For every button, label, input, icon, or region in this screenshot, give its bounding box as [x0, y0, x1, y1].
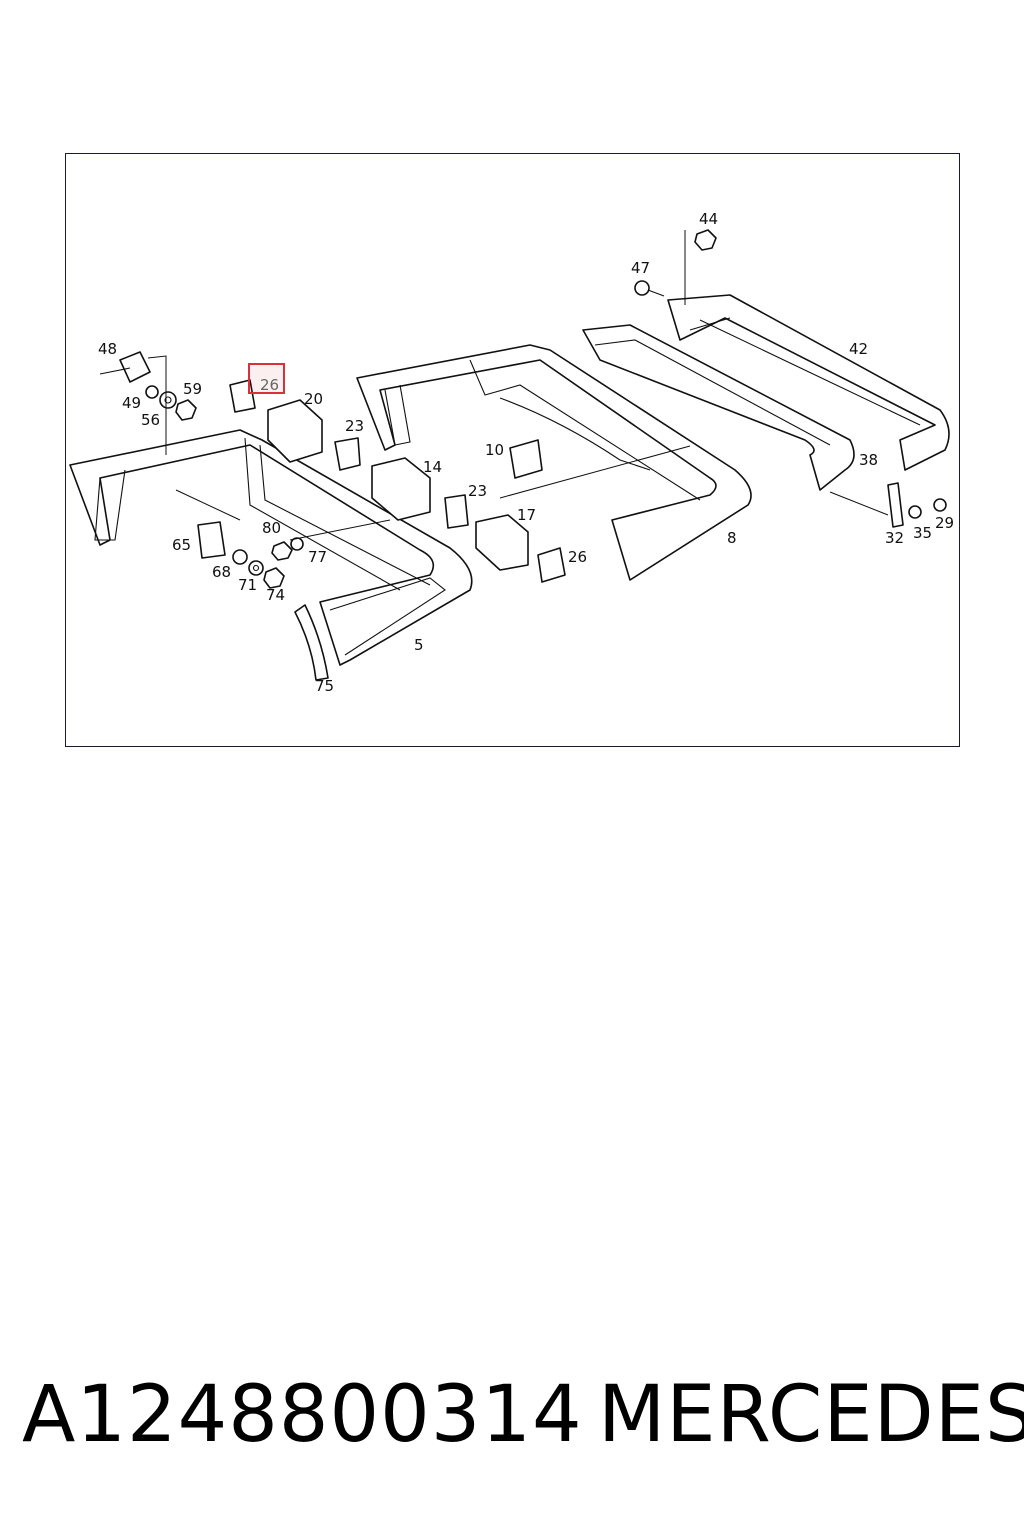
callout-47: 47 — [631, 259, 650, 277]
callout-44: 44 — [699, 210, 718, 228]
callout-42: 42 — [849, 340, 868, 358]
callout-48: 48 — [98, 340, 117, 358]
callout-35: 35 — [913, 524, 932, 542]
brand-name: MERCEDES — [598, 1370, 1024, 1460]
callout-8: 8 — [727, 529, 737, 547]
callout-26-highlighted: 26 — [260, 376, 279, 394]
callout-68: 68 — [212, 563, 231, 581]
callout-32: 32 — [885, 529, 904, 547]
callout-77: 77 — [308, 548, 327, 566]
callout-59: 59 — [183, 380, 202, 398]
callout-26-lower: 26 — [568, 548, 587, 566]
middle-bumper-cover — [356, 344, 752, 581]
bumper-carrier-42 — [667, 294, 950, 471]
left-bumper-cover — [69, 429, 473, 666]
callout-10: 10 — [485, 441, 504, 459]
callout-23: 23 — [345, 417, 364, 435]
part-caption: A1248800314 MERCEDES — [0, 1370, 1024, 1470]
callout-17: 17 — [517, 506, 536, 524]
callout-74: 74 — [266, 586, 285, 604]
callout-20: 20 — [304, 390, 323, 408]
callout-38: 38 — [859, 451, 878, 469]
small-components — [99, 229, 947, 589]
callout-80: 80 — [262, 519, 281, 537]
leader-lines — [147, 230, 889, 541]
callout-5: 5 — [414, 636, 424, 654]
callout-65: 65 — [172, 536, 191, 554]
callout-75: 75 — [315, 677, 334, 695]
callout-29: 29 — [935, 514, 954, 532]
callout-14: 14 — [423, 458, 442, 476]
callout-23-lower: 23 — [468, 482, 487, 500]
bumper-strip-38 — [582, 324, 855, 491]
part-number: A1248800314 — [22, 1370, 583, 1460]
callout-49: 49 — [122, 394, 141, 412]
highlight-box-26 — [248, 363, 285, 394]
callout-71: 71 — [238, 576, 257, 594]
callout-labels: 48 49 56 59 26 20 23 14 10 23 17 26 65 8… — [98, 210, 954, 695]
callout-56: 56 — [141, 411, 160, 429]
trim-piece-75 — [294, 604, 329, 681]
